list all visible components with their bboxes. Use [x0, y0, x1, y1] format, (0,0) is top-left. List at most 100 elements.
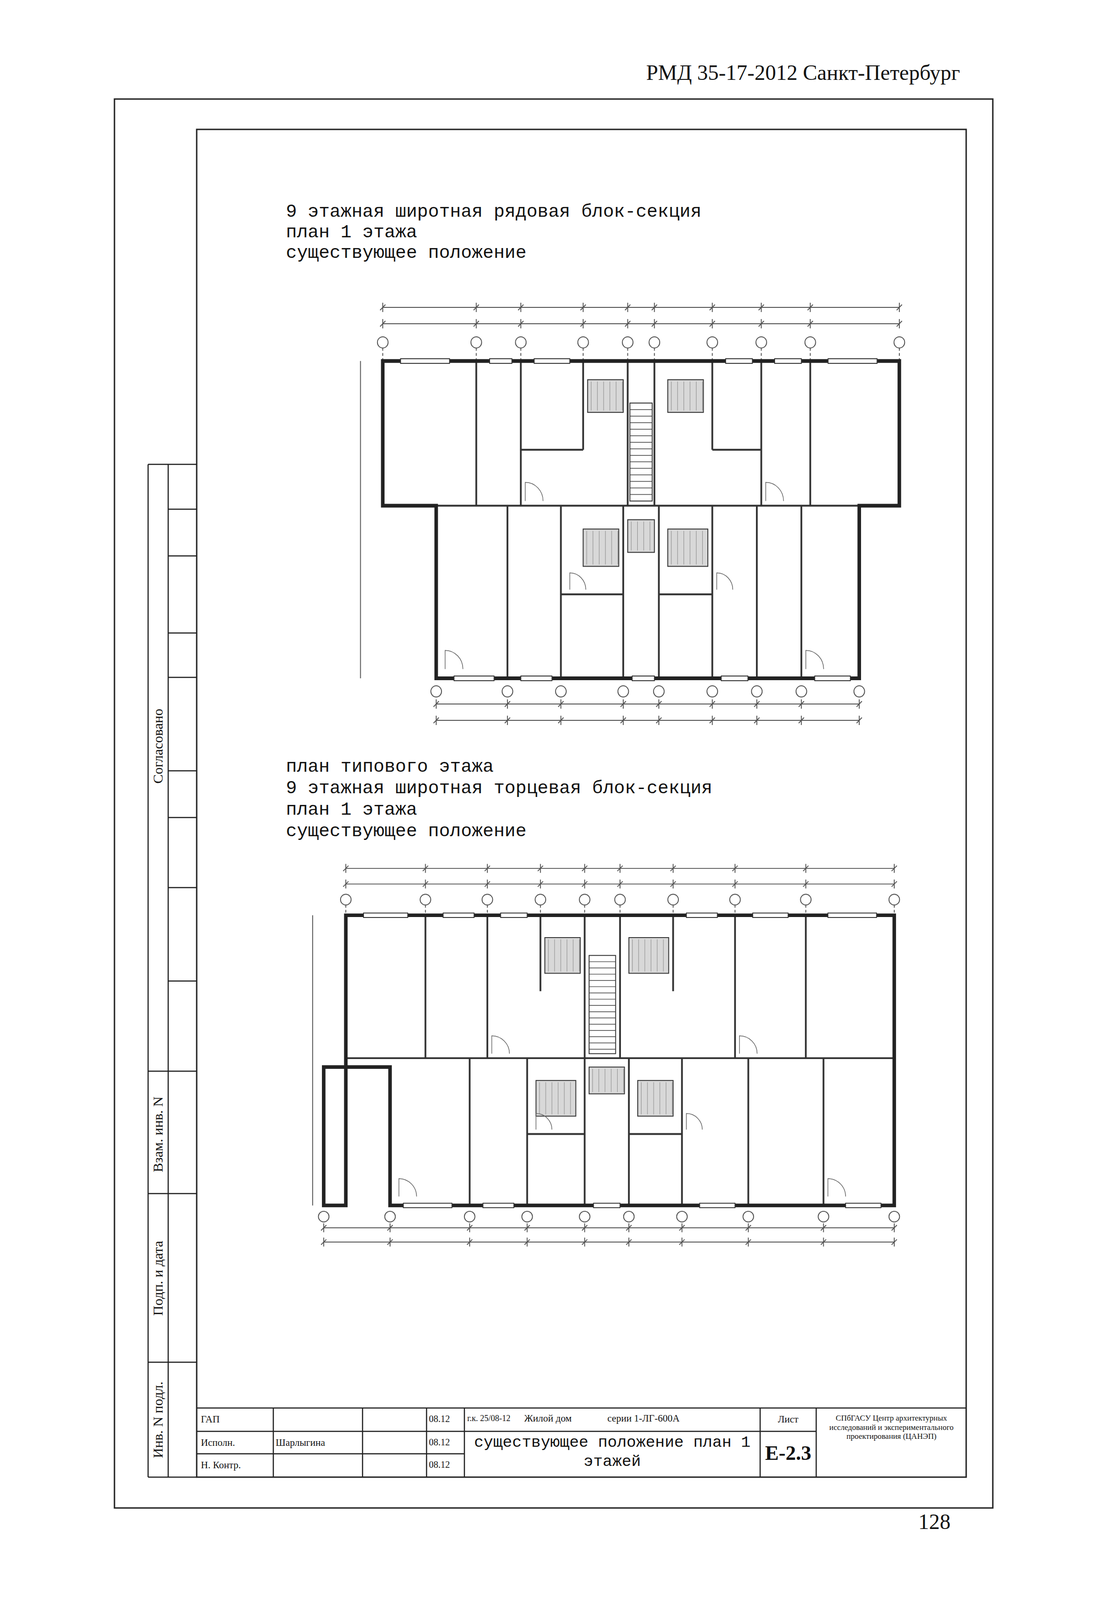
axis-marker: [623, 1211, 635, 1223]
extension-line: [560, 715, 562, 726]
hatch: [659, 1082, 661, 1115]
axis-marker: [742, 1211, 754, 1223]
hatch: [670, 381, 672, 411]
hatch: [579, 939, 580, 972]
window: [699, 1203, 736, 1209]
inner-frame: [196, 129, 967, 1478]
title-cell: Н. Контр.: [200, 1459, 271, 1471]
hatch: [662, 939, 664, 972]
hatch: [611, 1068, 612, 1093]
hatch: [683, 530, 684, 565]
stair-tread: [629, 422, 653, 423]
wet-room: [637, 1080, 674, 1117]
hatch: [597, 381, 598, 411]
extension-line: [520, 302, 522, 313]
interior-wall: [520, 448, 584, 451]
interior-wall: [712, 448, 762, 451]
stair-tread: [629, 494, 653, 495]
axis-line: [654, 348, 656, 362]
axis-marker: [796, 685, 807, 698]
extension-line: [627, 302, 629, 313]
extension-line: [382, 302, 384, 313]
door-swing: [739, 1035, 758, 1054]
interior-wall: [584, 1058, 586, 1206]
hatch: [554, 939, 556, 972]
hatch: [551, 1082, 553, 1115]
extension-line: [712, 699, 713, 709]
stair-tread: [589, 1030, 616, 1031]
window: [454, 676, 495, 681]
sheet-number: Е-2.3: [761, 1441, 815, 1466]
hatch: [638, 939, 639, 972]
extension-line: [658, 715, 660, 726]
dimension-line: [382, 306, 900, 308]
door-swing: [398, 1178, 417, 1197]
hatch: [650, 939, 652, 972]
axis-marker: [502, 685, 513, 698]
interior-wall: [755, 505, 758, 679]
hatch: [566, 939, 568, 972]
door-swing: [569, 572, 586, 590]
hatch: [586, 530, 587, 565]
hatch: [670, 530, 672, 565]
extension-line: [584, 1237, 585, 1247]
extension-line: [323, 1237, 325, 1247]
extension-line: [389, 1237, 391, 1247]
title-cell: Исполн.: [200, 1437, 271, 1449]
stair-tread: [629, 435, 653, 436]
interior-wall: [657, 505, 660, 679]
hatch: [557, 1082, 559, 1115]
hatch: [604, 1068, 606, 1093]
title-cell: ГАП: [200, 1413, 271, 1425]
axis-marker: [618, 685, 629, 698]
axis-line: [627, 348, 629, 362]
axis-marker: [818, 1211, 829, 1223]
extension-line: [475, 302, 477, 313]
extension-line: [654, 319, 656, 329]
extension-line: [734, 879, 736, 889]
stair-tread: [589, 961, 616, 962]
window: [686, 912, 718, 918]
hatch: [696, 381, 697, 411]
stair-tread: [589, 967, 616, 969]
interior-wall: [560, 505, 563, 679]
floor-plan: [360, 302, 905, 726]
stair-tread: [629, 468, 653, 469]
hatch: [617, 530, 619, 565]
door-swing: [686, 1113, 703, 1130]
extension-line: [747, 1223, 749, 1233]
dimension-line: [382, 323, 900, 325]
hatch: [539, 1082, 540, 1115]
stamp-label: Инв. N подл.: [149, 1366, 167, 1474]
hatch: [598, 1068, 599, 1093]
extension-line: [389, 1223, 391, 1233]
axis-marker: [340, 894, 352, 905]
axis-marker: [648, 336, 660, 349]
hatch: [560, 939, 562, 972]
hatch: [647, 1082, 648, 1115]
extension-line: [560, 699, 562, 709]
interior-wall: [539, 915, 542, 991]
wet-room: [583, 528, 619, 567]
plan-caption: существующее положение: [285, 821, 894, 843]
stair-tread: [589, 998, 616, 1000]
hatch: [623, 1068, 624, 1093]
window: [721, 676, 748, 681]
extension-line: [734, 863, 736, 873]
extension-line: [898, 319, 900, 329]
stair-tread: [589, 1048, 616, 1050]
axis-marker: [751, 685, 763, 698]
extension-line: [823, 1223, 825, 1233]
window: [403, 1203, 452, 1209]
sheet-header: РМД 35-17-2012 Санкт-Петербург: [607, 60, 961, 86]
plan-caption: 9 этажная широтная торцевая блок-секция: [285, 778, 894, 800]
stair: [629, 403, 653, 502]
hatch: [598, 530, 600, 565]
stair-tread: [589, 986, 616, 987]
extension-line: [506, 699, 508, 709]
axis-marker: [706, 336, 718, 349]
window: [632, 676, 655, 681]
door-swing: [445, 650, 463, 670]
title-cell: 08.12: [428, 1459, 464, 1471]
axis-marker: [515, 336, 527, 349]
